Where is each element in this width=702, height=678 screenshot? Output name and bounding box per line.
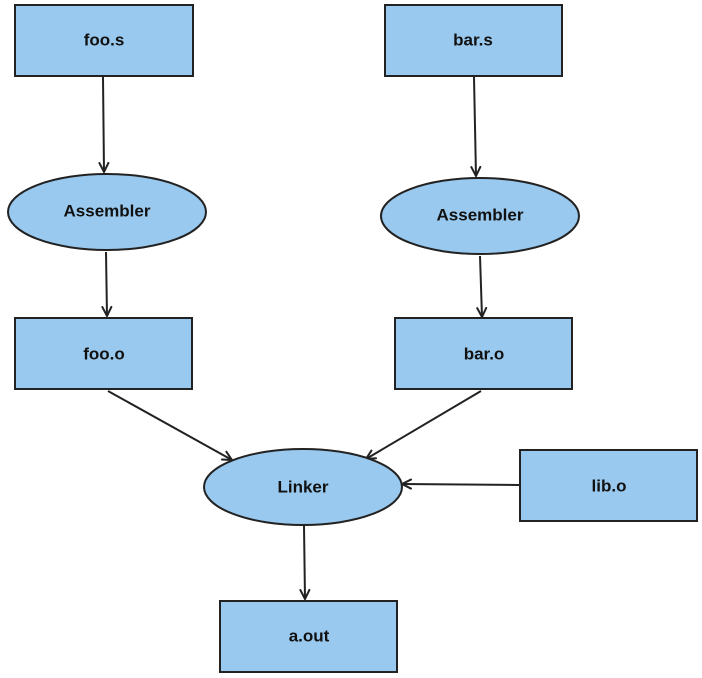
node-assembler-1-label: Assembler <box>64 201 151 220</box>
node-assembler-2-shape <box>380 177 580 255</box>
node-a-out-box <box>219 600 398 673</box>
node-foo-o-label: foo.o <box>83 344 125 363</box>
node-bar-o: bar.o <box>394 317 573 390</box>
edge-bar-o-to-linker <box>366 390 482 459</box>
node-bar-o-box <box>394 317 573 390</box>
node-foo-o-box <box>14 317 193 390</box>
node-a-out: a.out <box>219 600 398 673</box>
edge-linker-to-a-out <box>304 525 305 599</box>
node-foo-s: foo.s <box>14 4 194 77</box>
node-linker-shape <box>203 448 403 526</box>
node-bar-s: bar.s <box>384 4 563 77</box>
node-lib-o: lib.o <box>519 449 698 522</box>
node-a-out-label: a.out <box>289 626 330 645</box>
node-bar-o-label: bar.o <box>464 344 505 363</box>
node-assembler-2: Assembler <box>380 177 580 255</box>
edge-assembler-to-foo-o <box>106 251 107 316</box>
node-assembler-1: Assembler <box>7 173 207 251</box>
node-bar-s-label: bar.s <box>453 30 493 49</box>
node-lib-o-label: lib.o <box>592 476 627 495</box>
edge-lib-o-to-linker <box>402 484 520 485</box>
node-bar-s-box <box>384 4 563 77</box>
node-linker: Linker <box>203 448 403 526</box>
node-foo-s-label: foo.s <box>84 30 125 49</box>
edge-foo-s-to-assembler <box>103 76 104 172</box>
edge-bar-s-to-assembler <box>474 76 476 176</box>
node-foo-o: foo.o <box>14 317 193 390</box>
edge-foo-o-to-linker <box>107 390 232 460</box>
edge-assembler-to-bar-o <box>480 255 482 317</box>
node-foo-s-box <box>14 4 194 77</box>
node-lib-o-box <box>519 449 698 522</box>
node-linker-label: Linker <box>277 477 328 496</box>
edges <box>103 76 520 599</box>
nodes: foo.s bar.s Assembler Assembler foo.o ba… <box>7 4 698 673</box>
node-assembler-2-label: Assembler <box>437 205 524 224</box>
node-assembler-1-shape <box>7 173 207 251</box>
